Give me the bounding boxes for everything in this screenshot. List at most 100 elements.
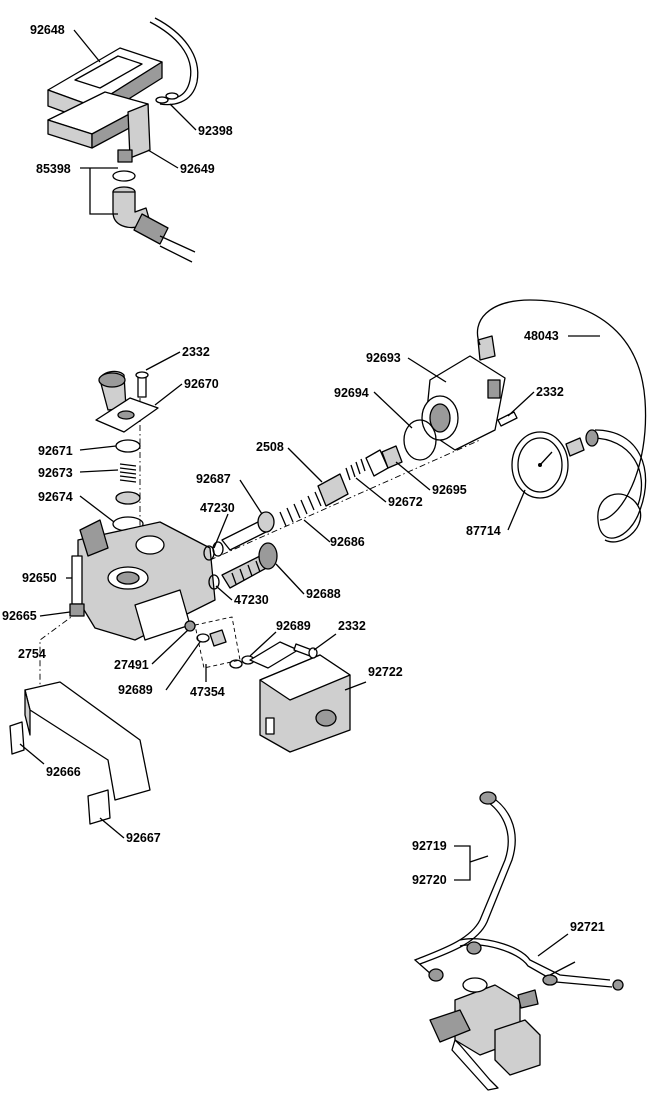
callout-92665: 92665 <box>2 609 37 623</box>
elbow-thread <box>98 372 126 388</box>
callout-92666: 92666 <box>46 765 81 779</box>
callout-92689-a: 92689 <box>118 683 153 697</box>
oring-92694 <box>403 419 437 461</box>
callout-2508: 2508 <box>256 440 284 454</box>
flange-hole <box>117 410 135 420</box>
capillary-coil <box>594 429 647 543</box>
oring-92689-b <box>229 659 243 669</box>
leader-lines <box>19 29 600 957</box>
gauge-pivot <box>538 463 542 467</box>
screw-head-top <box>135 371 149 379</box>
tube-stub <box>549 961 576 976</box>
callout-92720: 92720 <box>412 873 447 887</box>
callout-48043: 48043 <box>524 329 559 343</box>
oring-92398-a <box>155 96 169 104</box>
plunger-nut <box>258 542 278 570</box>
callout-92670: 92670 <box>184 377 219 391</box>
screw-head-mid <box>308 647 318 659</box>
bracket-2754 <box>24 681 151 801</box>
pin-92650 <box>71 555 83 605</box>
housing-side-port <box>487 379 501 399</box>
screw-2332-right <box>497 411 518 427</box>
oring-92689-a <box>196 633 210 643</box>
screw-27491 <box>184 620 196 632</box>
tube-nut-right <box>612 979 624 991</box>
callout-92649: 92649 <box>180 162 215 176</box>
solenoid-top <box>259 654 351 701</box>
tube-nut-left <box>428 968 444 982</box>
oring-47230-c <box>208 574 220 590</box>
bracket-edge <box>24 689 31 736</box>
housing-bore-inner <box>429 403 451 433</box>
axis-bracket <box>39 611 79 690</box>
spring-92673 <box>119 463 137 483</box>
capillary-48043 <box>476 299 647 521</box>
callout-92719: 92719 <box>412 839 447 853</box>
mini-valve-top <box>462 977 488 993</box>
boss-top <box>135 535 165 555</box>
callout-labels: 92648 92398 92649 85398 2332 92670 92671… <box>2 23 605 934</box>
tube-92719 <box>413 799 509 976</box>
callout-92398: 92398 <box>198 124 233 138</box>
label-92667 <box>87 789 111 825</box>
oring-92398-b <box>165 92 179 100</box>
callout-92693: 92693 <box>366 351 401 365</box>
callout-92686: 92686 <box>330 535 365 549</box>
tube-nut-mid <box>466 941 482 955</box>
cap-2508 <box>317 473 349 507</box>
pump-port-inner <box>116 571 140 585</box>
hose-top-outer <box>154 17 199 106</box>
callout-47230-b: 47230 <box>234 593 269 607</box>
housing-fitting <box>477 335 496 361</box>
mini-bracket <box>451 1039 499 1091</box>
spring-92672 <box>345 458 366 481</box>
plunger-thread <box>231 560 261 585</box>
solenoid-terminal <box>265 717 275 735</box>
body-column <box>127 103 151 159</box>
callout-47354: 47354 <box>190 685 225 699</box>
callout-92672: 92672 <box>388 495 423 509</box>
tube-nut-top <box>479 791 497 805</box>
kit-47354-box <box>194 616 241 669</box>
callout-92648: 92648 <box>30 23 65 37</box>
callout-92650: 92650 <box>22 571 57 585</box>
tube-assembly <box>413 791 624 1091</box>
elbow-hose <box>159 235 196 263</box>
callout-92689-b: 92689 <box>276 619 311 633</box>
solenoid-nut <box>315 709 337 727</box>
gauge-nut <box>585 429 599 447</box>
callout-27491: 27491 <box>114 658 149 672</box>
callout-92722: 92722 <box>368 665 403 679</box>
mini-fitting <box>517 989 539 1009</box>
tube-92719-b <box>419 795 516 965</box>
callout-92721: 92721 <box>570 920 605 934</box>
tray-recess <box>74 55 143 89</box>
tube-nut-stub <box>542 974 558 986</box>
inlet-fitting <box>79 519 109 557</box>
seal-85398 <box>112 170 136 182</box>
callout-2332-top: 2332 <box>182 345 210 359</box>
elbow-nut <box>133 213 169 245</box>
mini-valve-plate <box>429 1009 471 1043</box>
body-outlet <box>117 149 133 163</box>
fitting-47354 <box>209 629 227 647</box>
callout-92671: 92671 <box>38 444 73 458</box>
callout-2754: 2754 <box>18 647 46 661</box>
callout-47230-a: 47230 <box>200 501 235 515</box>
valve-92674 <box>115 491 141 505</box>
disc-92671 <box>115 439 141 453</box>
pin-clip-92665 <box>69 603 85 617</box>
callout-85398: 85398 <box>36 162 71 176</box>
gauge-stem <box>565 437 585 457</box>
spring-92686 <box>279 491 322 527</box>
capillary-coil-2 <box>591 437 643 506</box>
valve-assembly <box>9 299 647 825</box>
callout-87714: 87714 <box>466 524 501 538</box>
mini-solenoid <box>494 1019 541 1076</box>
oring-47230-b <box>212 541 224 557</box>
tube-92721 <box>459 938 611 981</box>
callout-2332-right: 2332 <box>536 385 564 399</box>
callout-92694: 92694 <box>334 386 369 400</box>
